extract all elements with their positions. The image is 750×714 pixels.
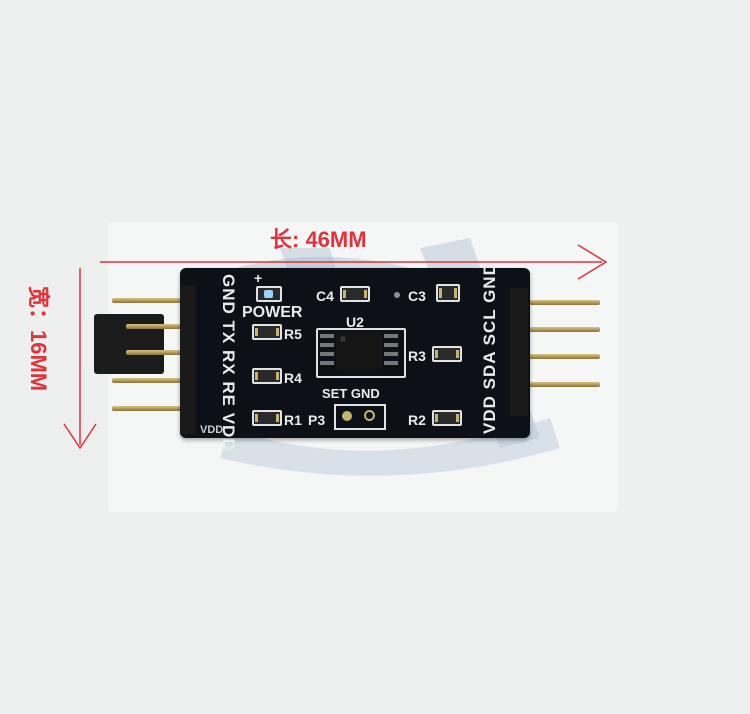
- resistor-r4: [252, 368, 282, 384]
- pin-label-tx: TX: [219, 320, 238, 345]
- right-header-labels: VDD SDA SCL GND: [480, 262, 500, 434]
- plus-label: +: [254, 270, 263, 286]
- c3-label: C3: [408, 288, 426, 304]
- c4-label: C4: [316, 288, 334, 304]
- set-gnd-label: SET GND: [322, 386, 380, 401]
- resistor-r1: [252, 410, 282, 426]
- r5-label: R5: [284, 326, 302, 342]
- chip-outline: [316, 328, 406, 378]
- via-hole: [394, 292, 400, 298]
- pin-label-re: RE: [219, 381, 238, 407]
- chip-pins-right: [384, 334, 398, 368]
- pin-label-rx: RX: [219, 349, 238, 376]
- chip-pins-left: [320, 334, 334, 368]
- resistor-r3: [432, 346, 462, 362]
- pin-label-scl: SCL: [480, 308, 499, 346]
- left-pin-group: [112, 298, 192, 418]
- capacitor-c4: [340, 286, 370, 302]
- right-header-block: [510, 288, 528, 416]
- r1-label: R1: [284, 412, 302, 428]
- capacitor-c3: [436, 284, 460, 302]
- power-label: POWER: [242, 304, 303, 321]
- jumper-p3: [334, 404, 386, 430]
- right-pin-group: [520, 300, 600, 400]
- width-label: 宽：16MM: [26, 286, 51, 392]
- length-label: 长: 46MM: [270, 227, 367, 252]
- pin-label-sda: SDA: [480, 351, 499, 390]
- pin-label-gnd-right: GND: [480, 262, 499, 303]
- left-header-block: [180, 286, 196, 434]
- resistor-r5: [252, 324, 282, 340]
- edge-vdd-label: VDD: [200, 424, 224, 436]
- r4-label: R4: [284, 370, 302, 386]
- resistor-r2: [432, 410, 462, 426]
- pin-label-vdd-right: VDD: [480, 395, 499, 434]
- power-led: [256, 286, 282, 302]
- p3-label: P3: [308, 412, 326, 428]
- r3-label: R3: [408, 348, 426, 364]
- u2-label: U2: [346, 314, 364, 330]
- r2-label: R2: [408, 412, 426, 428]
- pin-label-gnd: GND: [219, 274, 238, 315]
- sensor-module-pcb: GND TX RX RE VDD VDD SDA SCL GND + POWER…: [180, 262, 530, 452]
- ic-u2: [336, 332, 382, 370]
